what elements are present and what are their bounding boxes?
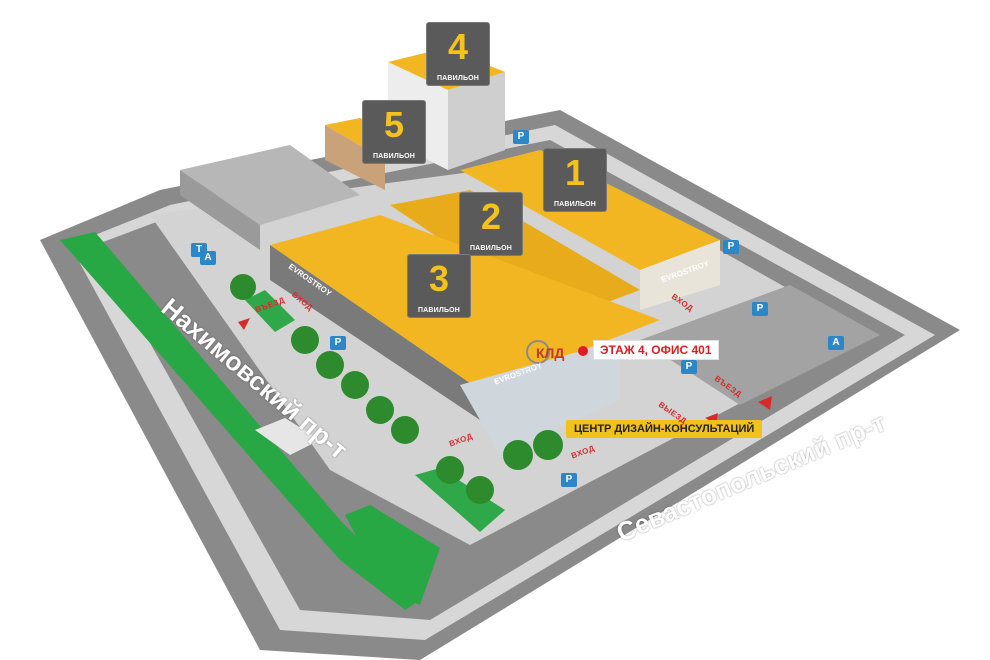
pavilion-2-number: 2 — [480, 196, 502, 237]
bus-shelter — [255, 418, 320, 455]
pavilion-5-badge: 5 ПАВИЛЬОН — [362, 100, 426, 164]
design-center-label: ЦЕНТР ДИЗАЙН-КОНСУЛЬТАЦИЙ — [566, 420, 763, 438]
pavilion-1-badge: 1 ПАВИЛЬОН — [543, 148, 607, 212]
parking-sign-top: P — [513, 130, 529, 144]
trees — [230, 274, 563, 504]
pavilion-3-number: 3 — [428, 258, 450, 299]
grey-building-roof — [180, 145, 360, 225]
entry-arrow-right — [758, 396, 772, 410]
entry-arrow-left — [238, 318, 250, 330]
pavilion-3-caption: ПАВИЛЬОН — [417, 307, 461, 314]
parking-sign-east: P — [723, 240, 739, 254]
bus-stop-sign: A — [200, 251, 216, 265]
green-lawn-bottom — [345, 505, 440, 605]
pavilion-4-caption: ПАВИЛЬОН — [436, 75, 480, 82]
kld-logo-icon: КЛД — [526, 340, 564, 364]
parking-sign-lot: P — [752, 302, 768, 316]
green-lawn-front — [415, 468, 505, 532]
pavilion-3-badge: 3 ПАВИЛЬОН — [407, 254, 471, 318]
parking-sign-left: P — [330, 336, 346, 350]
bus-stop-sign-right: A — [828, 336, 844, 350]
pavilion-4-badge: 4 ПАВИЛЬОН — [426, 22, 490, 86]
pavilion-2-badge: 2 ПАВИЛЬОН — [459, 192, 523, 256]
tower-side — [448, 72, 505, 170]
parking-sign-bottom: P — [561, 473, 577, 487]
office-label: ЭТАЖ 4, ОФИС 401 — [593, 340, 719, 360]
green-strip-left — [60, 232, 420, 610]
pavilion-1-number: 1 — [564, 152, 586, 193]
pavilion-1-caption: ПАВИЛЬОН — [553, 201, 597, 208]
logo-text: КЛД — [536, 345, 564, 361]
office-marker-dot — [578, 346, 588, 356]
pavilion-4-number: 4 — [447, 26, 469, 67]
pavilion-5-wall — [325, 125, 385, 190]
green-lawn-left — [245, 290, 295, 332]
pavilion-5-caption: ПАВИЛЬОН — [372, 153, 416, 160]
grey-building-side — [180, 170, 260, 250]
parking-sign-front: P — [681, 360, 697, 374]
pavilion-3-glass — [460, 340, 620, 455]
pavilion-3-front-wall — [270, 245, 480, 420]
pavilion-5-number: 5 — [383, 104, 405, 145]
pavilion-2-caption: ПАВИЛЬОН — [469, 245, 513, 252]
parking-lot-right — [640, 285, 880, 405]
pavilion-1-wall — [640, 240, 720, 310]
